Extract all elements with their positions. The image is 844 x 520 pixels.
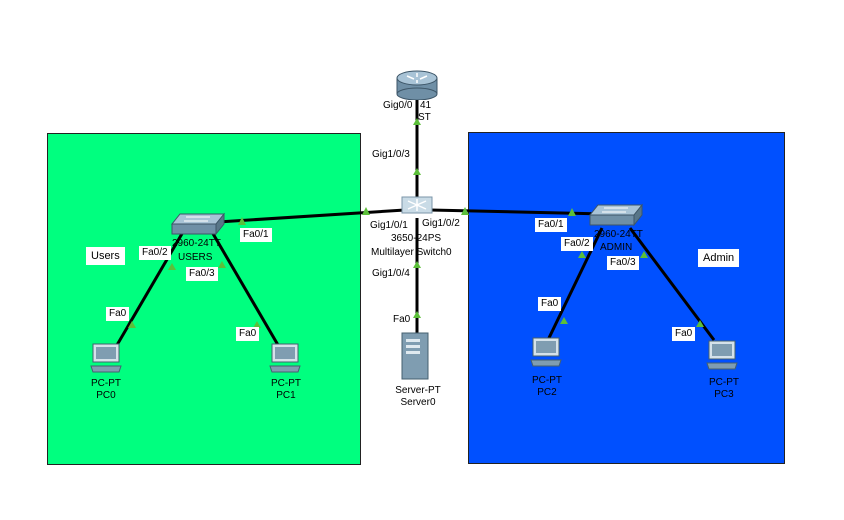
admin-area[interactable] — [468, 132, 785, 464]
users-port-fa0-3: Fa0/3 — [186, 267, 218, 281]
admin-area-label: Admin — [698, 249, 740, 267]
core-port-gig1-0-2: Gig1/0/2 — [422, 218, 460, 229]
pc2-icon[interactable] — [529, 336, 563, 368]
pc1-name-label: PC1 — [276, 390, 296, 401]
admin-switch-name: ADMIN — [600, 242, 633, 253]
status-indicator — [128, 321, 136, 328]
server-port-fa0: Fa0 — [390, 313, 414, 327]
status-indicator — [568, 208, 576, 216]
admin-port-fa0-3: Fa0/3 — [607, 256, 639, 270]
users-switch-model: 2960-24TT — [172, 238, 221, 249]
core-model-label: 3650-24PS — [391, 233, 442, 244]
pc0-name-label: PC0 — [96, 390, 116, 401]
pc1-icon[interactable] — [268, 342, 302, 374]
admin-port-fa0-1: Fa0/1 — [535, 218, 567, 232]
router-icon[interactable] — [395, 66, 439, 100]
pc0-icon[interactable] — [89, 342, 123, 374]
status-indicator — [413, 118, 421, 125]
users-port-fa0-1: Fa0/1 — [240, 228, 272, 242]
multilayer-switch-icon[interactable] — [398, 193, 436, 217]
users-port-fa0-2: Fa0/2 — [139, 246, 171, 260]
link-admin-pc2[interactable] — [546, 227, 604, 341]
admin-switch-model: 2960-24TT — [594, 229, 643, 240]
admin-port-fa0-2: Fa0/2 — [561, 237, 593, 251]
server-name-label: Server0 — [400, 397, 436, 408]
pc3-caption: PC-PT PC3 — [709, 377, 739, 401]
status-indicator — [578, 251, 586, 258]
status-indicator — [253, 321, 261, 328]
status-indicator — [238, 217, 246, 225]
status-indicator — [413, 168, 421, 175]
pc0-caption: PC-PT PC0 — [91, 378, 121, 402]
pc1-caption: PC-PT PC1 — [271, 378, 301, 402]
pc3-port-fa0: Fa0 — [672, 327, 696, 341]
status-indicator — [560, 317, 568, 324]
users-switch-name: USERS — [178, 252, 213, 263]
pc2-name-label: PC2 — [537, 387, 557, 398]
link-core-admin[interactable] — [429, 208, 606, 216]
pc2-caption: PC-PT PC2 — [532, 375, 562, 399]
status-indicator — [640, 251, 648, 258]
core-port-gig1-0-1: Gig1/0/1 — [370, 220, 408, 231]
status-indicator — [696, 320, 704, 327]
users-area[interactable] — [47, 133, 361, 465]
status-indicator — [168, 263, 176, 270]
link-users-pc0[interactable] — [115, 231, 185, 346]
link-core-users[interactable] — [217, 208, 406, 224]
router-model-label: 41 — [420, 100, 432, 111]
router-name-label: ST — [418, 112, 431, 123]
link-status-indicators — [128, 118, 704, 328]
status-indicator — [413, 261, 421, 268]
pc0-model-label: PC-PT — [91, 378, 121, 389]
pc1-model-label: PC-PT — [271, 378, 301, 389]
pc2-model-label: PC-PT — [532, 375, 562, 386]
status-indicator — [461, 207, 469, 215]
server-caption: Server-PT Server0 — [395, 385, 441, 409]
pc0-port-fa0: Fa0 — [106, 307, 130, 321]
link-users-pc1[interactable] — [210, 231, 280, 346]
pc2-port-fa0: Fa0 — [538, 297, 562, 311]
pc1-port-fa0: Fa0 — [236, 327, 260, 341]
users-area-label: Users — [86, 247, 125, 265]
core-port-gig1-0-3: Gig1/0/3 — [372, 149, 410, 160]
admin-switch-icon[interactable] — [588, 203, 644, 227]
users-switch-icon[interactable] — [170, 212, 226, 236]
status-indicator — [218, 261, 226, 268]
core-port-gig1-0-4: Gig1/0/4 — [372, 268, 410, 279]
core-name-label: Multilayer Switch0 — [371, 247, 452, 258]
pc3-model-label: PC-PT — [709, 377, 739, 388]
pc3-icon[interactable] — [705, 339, 739, 371]
pc3-name-label: PC3 — [714, 389, 734, 400]
router-port-gig0-0: Gig0/0 — [383, 100, 413, 111]
server-icon[interactable] — [400, 331, 432, 381]
status-indicator — [413, 311, 421, 318]
status-indicator — [362, 207, 370, 215]
server-model-label: Server-PT — [395, 385, 441, 396]
